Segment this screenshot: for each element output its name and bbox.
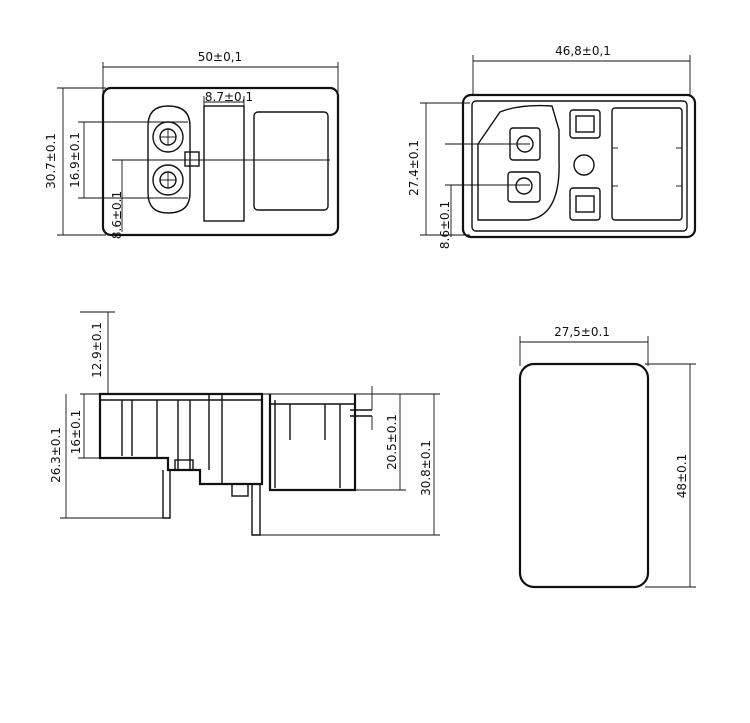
- terminal-pin: [251, 484, 261, 536]
- switch-width-label: 8.7±0.1: [205, 90, 253, 104]
- height-b-label: 16±0.1: [69, 410, 83, 454]
- terminal-ring: [152, 121, 184, 153]
- cover-view: 27,5±0.1 48±0.1: [518, 325, 696, 589]
- rear-view: 46,8±0,1 27.4±0.1 8.6±0.1: [407, 44, 697, 249]
- fuse-window: [253, 111, 329, 211]
- rear-offset-label: 8.6±0.1: [438, 201, 452, 249]
- rear-view-outline: [461, 93, 697, 239]
- offset-label: 8.6±0.1: [110, 191, 124, 239]
- housing-body: [98, 392, 264, 486]
- rear-height-label: 27.4±0.1: [407, 140, 421, 196]
- terminal-ring: [152, 164, 184, 196]
- switch-terminal: [569, 109, 601, 139]
- side-view: 12.9±0.1 26.3±0.1 16±0.1 20.5±0.1 30.8±0…: [49, 311, 440, 536]
- height-c-label: 20.5±0.1: [385, 414, 399, 470]
- switch-terminal: [569, 187, 601, 221]
- switch-body: [203, 105, 245, 222]
- cover-outline: [518, 362, 650, 589]
- inlet-terminal: [509, 127, 541, 161]
- fuse-block: [611, 107, 683, 221]
- terminal-screw: [516, 135, 534, 153]
- inlet-socket: [147, 105, 191, 214]
- indicator-hole: [573, 154, 595, 176]
- height-a-label: 26.3±0.1: [49, 427, 63, 483]
- front-view: 50±0,1 30.7±0.1 16.9±0.1 8.6±0.1 8.7±0.1: [44, 50, 340, 239]
- terminal-screw: [515, 177, 533, 195]
- front-view-outline: [101, 86, 340, 237]
- notch: [184, 151, 200, 167]
- pin-spacing-label: 16.9±0.1: [68, 132, 82, 188]
- rear-width-label: 46,8±0,1: [555, 44, 611, 58]
- top-gap-label: 12.9±0.1: [90, 322, 104, 378]
- front-width-label: 50±0,1: [198, 50, 242, 64]
- front-height-label: 30.7±0.1: [44, 133, 58, 189]
- inlet-terminal: [507, 171, 541, 203]
- terminal-pin: [162, 470, 171, 519]
- iec-inlet: [477, 104, 560, 221]
- switch-section: [268, 394, 357, 492]
- height-d-label: 30.8±0.1: [419, 440, 433, 496]
- cover-height-label: 48±0.1: [675, 454, 689, 498]
- terminal-clip: [231, 483, 249, 497]
- cover-width-label: 27,5±0.1: [554, 325, 610, 339]
